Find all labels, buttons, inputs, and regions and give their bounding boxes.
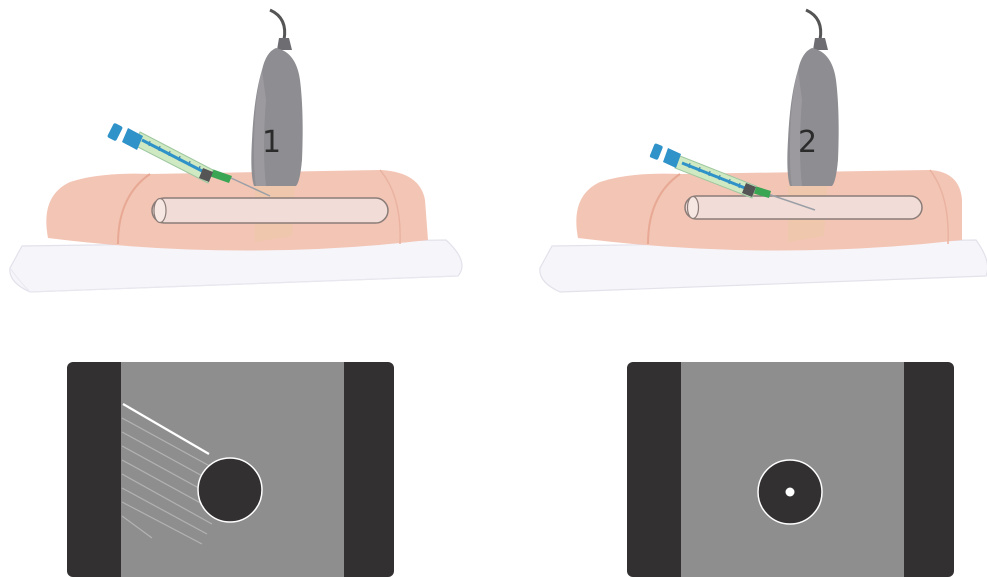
vessel-icon (152, 198, 388, 223)
ultrasound-screen-2 (627, 362, 954, 577)
ultrasound-probe-icon: 2 (787, 10, 838, 186)
needle-tip-echo (786, 488, 795, 497)
ultrasound-screen-1 (67, 362, 394, 577)
vessel-icon (685, 196, 922, 219)
out-of-plane-illustration: 2 (530, 0, 987, 320)
probe-label: 1 (262, 125, 281, 160)
vessel-lumen (198, 458, 262, 522)
ultrasound-probe-icon: 1 (251, 10, 302, 186)
in-plane-illustration: 1 (0, 0, 490, 320)
probe-label: 2 (798, 125, 817, 160)
